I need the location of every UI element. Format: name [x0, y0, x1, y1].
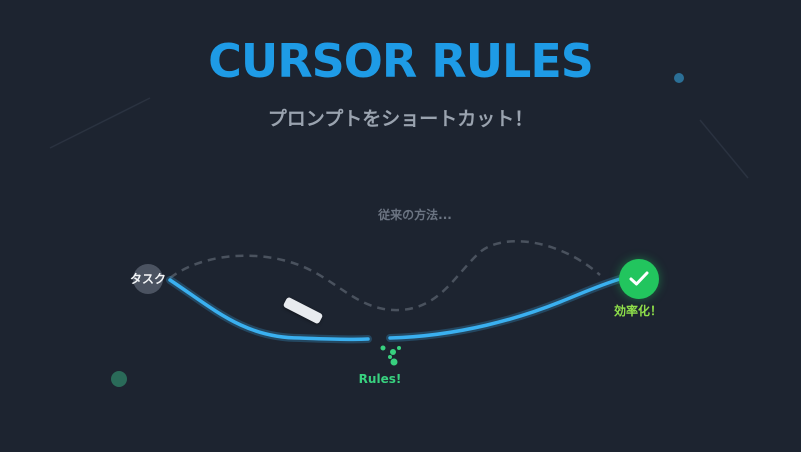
decor-line-left	[49, 97, 151, 149]
rules-path-right	[388, 277, 622, 340]
rules-path-left	[168, 278, 370, 342]
old-way-label: 従来の方法...	[378, 208, 452, 222]
decor-dot-green	[111, 371, 127, 387]
decor-dot-blue	[674, 73, 684, 83]
decor-line-right	[699, 119, 749, 179]
task-node	[133, 264, 163, 294]
rules-path-glow-right	[386, 275, 624, 342]
rules-label: Rules!	[358, 372, 402, 386]
rules-path-glow-left	[166, 276, 372, 344]
goal-label: 効率化！	[613, 304, 662, 318]
page-subtitle: プロンプトをショートカット！	[267, 108, 534, 130]
goal-node	[619, 259, 659, 299]
page-title: CURSOR RULES	[208, 34, 594, 88]
traditional-path	[169, 240, 601, 312]
task-label: タスク	[129, 272, 166, 286]
check-icon	[629, 271, 649, 286]
sparkle-icon	[380, 345, 401, 366]
